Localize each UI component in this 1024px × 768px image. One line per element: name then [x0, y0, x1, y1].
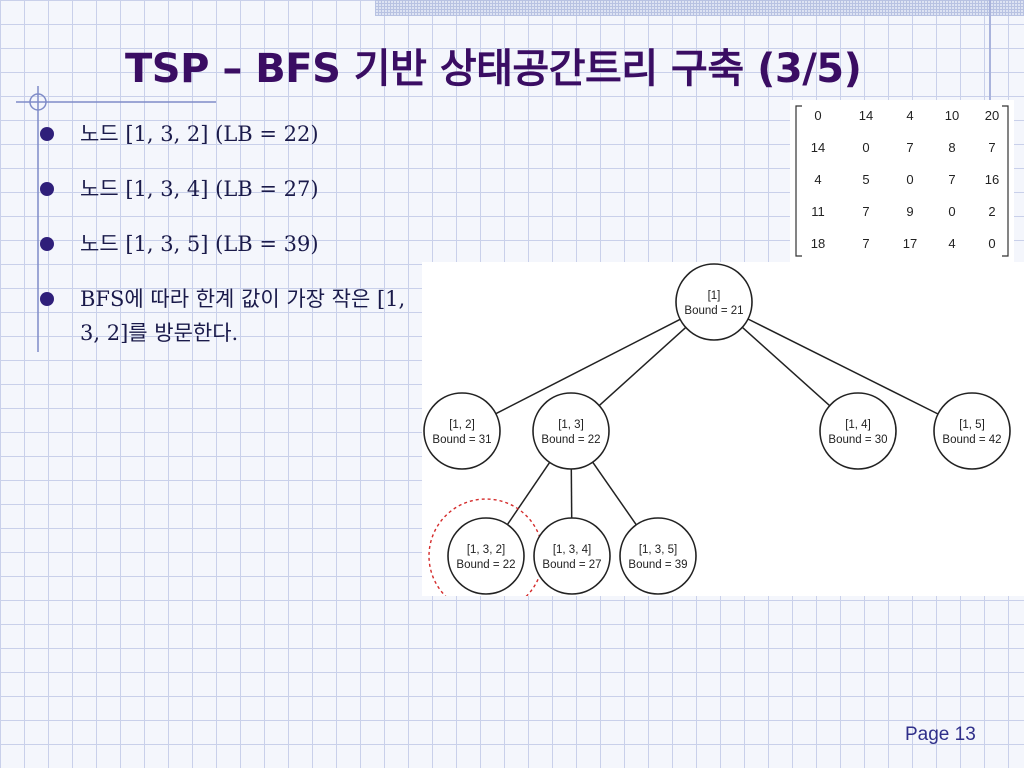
matrix-cell: 7	[906, 140, 913, 155]
matrix-cell: 10	[945, 108, 959, 123]
bullet-dot-icon	[40, 237, 54, 251]
bullet-dot-icon	[40, 292, 54, 306]
matrix-cell: 14	[859, 108, 873, 123]
tree-node-circle	[819, 392, 897, 470]
tree-node-path: [1, 3, 5]	[639, 544, 677, 556]
matrix-cell: 0	[906, 172, 913, 187]
tree-edge	[741, 326, 831, 407]
tree-node-circle	[447, 517, 525, 595]
bullet-text: BFS에 따라 한계 값이 가장 작은 [1, 3, 2]를 방문한다.	[80, 287, 406, 345]
tree-node-path: [1, 3, 4]	[553, 544, 591, 556]
tree-node-bound: Bound = 31	[432, 434, 491, 446]
matrix-cell: 16	[985, 172, 999, 187]
tree-node-circle	[933, 392, 1011, 470]
matrix-cell: 20	[985, 108, 999, 123]
tree-node-circle	[423, 392, 501, 470]
matrix-cell: 14	[811, 140, 825, 155]
matrix-cell: 5	[862, 172, 869, 187]
matrix-cell: 9	[906, 204, 913, 219]
tree-node-circle	[533, 517, 611, 595]
tree-node-bound: Bound = 30	[828, 434, 887, 446]
matrix-cell: 0	[988, 236, 995, 251]
tree-node: [1, 2] Bound = 31	[423, 392, 501, 470]
tree-node-path: [1, 3, 2]	[467, 544, 505, 556]
bullet-item: 노드 [1, 3, 2] (LB = 22)	[40, 116, 415, 171]
corner-crosshair-decoration	[16, 86, 216, 352]
state-space-tree: [1] Bound = 21 [1, 2] Bound = 31 [1, 3] Bound…	[422, 262, 1024, 614]
tree-edge	[598, 326, 687, 407]
bullet-text: 노드 [1, 3, 2] (LB = 22)	[80, 122, 319, 146]
tree-node-path: [1]	[708, 290, 721, 302]
tree-node-path: [1, 2]	[449, 419, 475, 431]
tree-node-bound: Bound = 42	[942, 434, 1001, 446]
matrix-cell: 7	[988, 140, 995, 155]
matrix-right-bracket	[1002, 105, 1009, 257]
tree-node: [1, 4] Bound = 30	[819, 392, 897, 470]
matrix-cell: 8	[948, 140, 955, 155]
bullet-list: 노드 [1, 3, 2] (LB = 22) 노드 [1, 3, 4] (LB …	[40, 116, 415, 361]
tree-node: [1, 5] Bound = 42	[933, 392, 1011, 470]
bullet-text: 노드 [1, 3, 5] (LB = 39)	[80, 232, 319, 256]
bullet-item: 노드 [1, 3, 5] (LB = 39)	[40, 226, 415, 281]
tree-node: [1, 3, 5] Bound = 39	[619, 517, 697, 595]
tree-node: [1] Bound = 21	[675, 263, 753, 341]
matrix-cell: 7	[862, 204, 869, 219]
tree-edge	[506, 462, 551, 525]
matrix-cell: 0	[814, 108, 821, 123]
matrix-cell: 7	[948, 172, 955, 187]
matrix-cell: 0	[862, 140, 869, 155]
tree-node-bound: Bound = 39	[628, 559, 687, 571]
tree-node-bound: Bound = 27	[542, 559, 601, 571]
distance-matrix: 0 14 4 10 20 14 0 7 8 7 4 5 0 7 16 11 7 9 0 2 18 7 17 4 0	[790, 100, 1014, 264]
state-space-tree-svg: [1] Bound = 21 [1, 2] Bound = 31 [1, 3] Bound…	[423, 263, 1011, 614]
slide-title: TSP – BFS 기반 상태공간트리 구축 (3/5)	[125, 46, 862, 92]
tree-edge	[592, 461, 637, 526]
tree-node-path: [1, 5]	[959, 419, 985, 431]
tree-node: [1, 3, 2] Bound = 22	[447, 517, 525, 595]
page-number: Page 13	[905, 724, 976, 745]
tree-edge	[747, 318, 939, 415]
tree-node-path: [1, 4]	[845, 419, 871, 431]
tree-node-bound: Bound = 22	[541, 434, 600, 446]
bullet-dot-icon	[40, 127, 54, 141]
bullet-dot-icon	[40, 182, 54, 196]
tree-node-path: [1, 3]	[558, 419, 584, 431]
bullet-item: BFS에 따라 한계 값이 가장 작은 [1, 3, 2]를 방문한다.	[40, 281, 415, 361]
distance-matrix-svg: 0 14 4 10 20 14 0 7 8 7 4 5 0 7 16 11 7 9 0 2 18 7 17 4 0	[795, 105, 1009, 257]
tree-node-bound: Bound = 21	[684, 305, 743, 317]
bullet-item: 노드 [1, 3, 4] (LB = 27)	[40, 171, 415, 226]
matrix-left-bracket	[795, 105, 802, 257]
matrix-cell: 2	[988, 204, 995, 219]
header-decoration-band	[375, 0, 1024, 16]
matrix-cell: 4	[814, 172, 821, 187]
tree-edge	[495, 318, 681, 415]
matrix-cell: 4	[948, 236, 955, 251]
tree-node-bound: Bound = 22	[456, 559, 515, 571]
tree-node: [1, 3, 4] Bound = 27	[533, 517, 611, 595]
tree-node: [1, 3] Bound = 22	[532, 392, 610, 470]
matrix-cell: 11	[811, 204, 825, 219]
matrix-cell: 18	[811, 236, 825, 251]
matrix-cell: 4	[906, 108, 913, 123]
matrix-cell: 7	[862, 236, 869, 251]
tree-node-circle	[532, 392, 610, 470]
bullet-text: 노드 [1, 3, 4] (LB = 27)	[80, 177, 319, 201]
matrix-cell: 0	[948, 204, 955, 219]
header-decoration-line	[989, 0, 991, 100]
tree-node-circle	[675, 263, 753, 341]
matrix-cell: 17	[903, 236, 917, 251]
tree-node-circle	[619, 517, 697, 595]
